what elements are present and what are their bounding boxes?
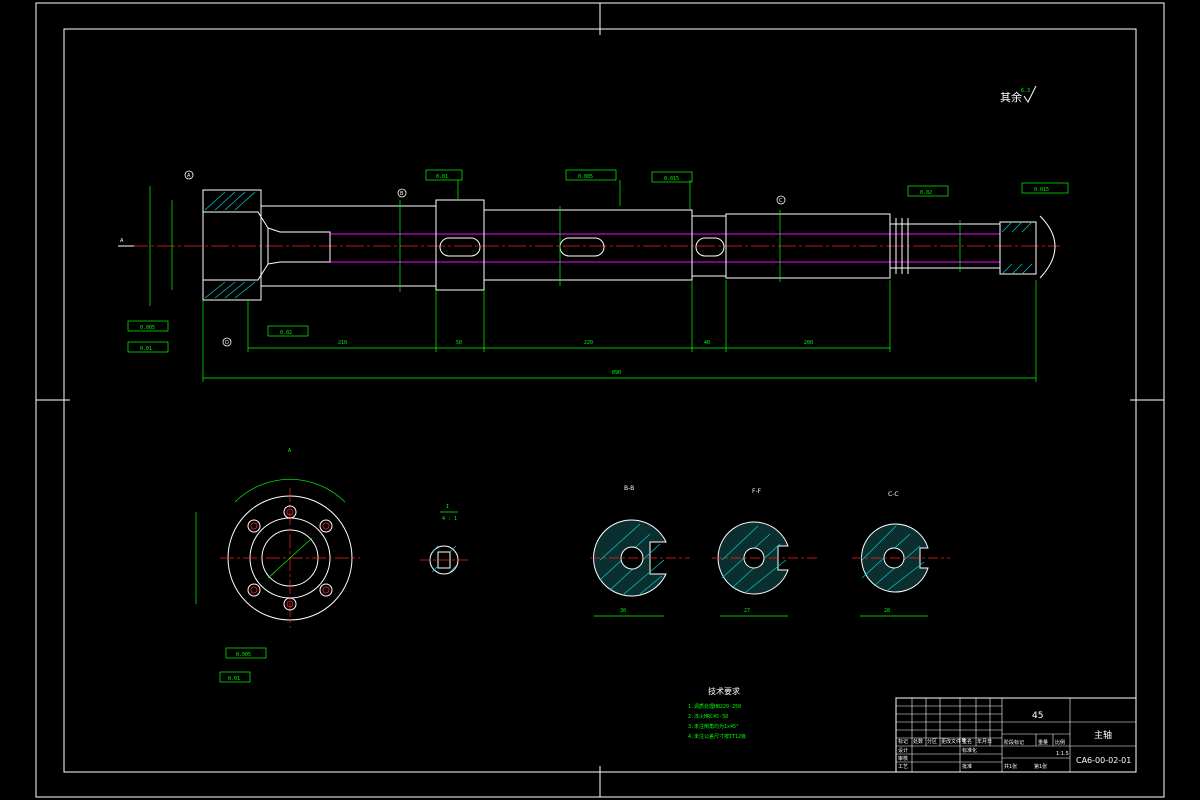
tol-frame-3: 0.015	[651, 171, 693, 183]
dim-segment-2: 50	[456, 340, 462, 346]
right-end-arc	[1039, 215, 1056, 279]
svg-text:D: D	[225, 340, 229, 346]
technical-requirements: 技术要求 1.调质处理HB220-250 2.淬火HRC45-50 3.未注倒角…	[688, 686, 746, 740]
flange-hatching	[204, 191, 256, 299]
right-end-hatching	[1001, 221, 1033, 275]
tol-frame-6: 0.005	[127, 320, 169, 332]
tol-frame-4: 0.02	[907, 185, 949, 197]
role-approve: 批准	[962, 763, 972, 770]
title-stage-label: 阶段标记	[1004, 739, 1024, 746]
title-scale: 1:1.5	[1056, 751, 1069, 757]
shaft-right-end	[999, 221, 1037, 275]
tol-frame-7: 0.01	[127, 341, 169, 353]
shaft-flange	[202, 189, 331, 301]
svg-text:0.02: 0.02	[280, 330, 292, 336]
tol-frame-2: 0.005	[565, 169, 617, 181]
role-standard: 标准化	[962, 747, 977, 754]
view-arrow-label: A	[120, 238, 124, 244]
tech-note-4: 4.未注公差尺寸按IT12级	[688, 733, 746, 740]
roughness-value: 6.3	[1021, 88, 1030, 94]
role-process: 工艺	[898, 764, 908, 770]
shaft-body-outline	[261, 199, 1001, 291]
title-material: 45	[1032, 711, 1043, 721]
title-scale-label: 比例	[1055, 739, 1065, 746]
sheet-outer-border	[35, 2, 1165, 798]
end-view-tol-frames: 0.005 0.01	[219, 647, 267, 683]
section-ff: F-F 27	[712, 488, 820, 617]
svg-text:B: B	[400, 191, 404, 197]
svg-text:B-B: B-B	[624, 485, 634, 492]
shaft-main-view	[130, 189, 1060, 301]
flange-end-view	[195, 479, 360, 628]
row-label-5: 签名	[962, 738, 972, 745]
svg-text:C-C: C-C	[888, 491, 899, 498]
roughness-symbol-icon	[1023, 85, 1037, 103]
svg-text:F-F: F-F	[752, 488, 762, 495]
svg-text:C: C	[779, 198, 783, 204]
main-view-dimensions	[149, 180, 1037, 382]
section-cc: C-C 28	[852, 491, 950, 617]
svg-text:0.02: 0.02	[920, 190, 932, 196]
title-part-name: 主轴	[1094, 729, 1112, 741]
roughness-note: 其余	[1000, 90, 1022, 104]
svg-text:30: 30	[620, 608, 626, 614]
svg-text:0.015: 0.015	[664, 176, 679, 182]
dim-overall-length: 890	[612, 370, 621, 376]
svg-text:0.01: 0.01	[140, 346, 152, 352]
svg-text:0.01: 0.01	[228, 676, 240, 682]
row-label-6: 年月日	[977, 738, 992, 745]
role-design: 设计	[898, 747, 908, 754]
svg-text:0.01: 0.01	[436, 174, 448, 180]
svg-text:A: A	[187, 173, 191, 179]
title-drawing-number: CA6-00-02-01	[1076, 756, 1131, 765]
section-bb: B-B 30	[590, 485, 690, 617]
svg-text:28: 28	[884, 608, 890, 614]
row-label-4: 更改文件号	[941, 738, 966, 745]
tech-note-2: 2.淬火HRC45-50	[688, 713, 728, 720]
section-views: B-B 30 F-F 27 C-C	[590, 485, 950, 617]
role-review: 审核	[898, 755, 908, 762]
dim-segment-3: 220	[584, 340, 593, 346]
shaft-step-lines	[435, 200, 909, 290]
row-label-3: 分区	[927, 738, 937, 745]
detail-scale: 4 : 1	[442, 516, 457, 522]
title-block: 45 主轴 CA6-00-02-01 1:1.5 阶段标记 重量 比例 共1张 …	[895, 697, 1137, 773]
sheet-inner-border	[63, 28, 1137, 773]
datum-markers: A B C D	[184, 170, 786, 347]
title-sheet-total: 共1张	[1004, 763, 1017, 770]
shaft-bore-hidden-lines	[330, 233, 1000, 263]
dim-segment-1: 210	[338, 340, 347, 346]
dim-segment-4: 40	[704, 340, 710, 346]
svg-text:0.005: 0.005	[236, 652, 251, 658]
detail-label: I	[446, 504, 449, 510]
title-sheet-number: 第1张	[1034, 763, 1047, 770]
svg-text:27: 27	[744, 608, 750, 614]
row-label-2: 处数	[913, 738, 923, 745]
tech-note-3: 3.未注倒角均为1x45°	[688, 723, 739, 730]
svg-text:0.005: 0.005	[140, 325, 155, 331]
end-view-label: A	[288, 448, 291, 454]
tech-title: 技术要求	[708, 686, 740, 696]
title-weight-label: 重量	[1038, 739, 1048, 746]
tol-frame-5: 0.015	[1021, 182, 1069, 194]
svg-text:0.015: 0.015	[1034, 187, 1049, 193]
detail-view-i: I 4 : 1	[420, 504, 470, 575]
tol-frame-1: 0.01	[425, 169, 463, 181]
shaft-keyways	[439, 237, 725, 257]
svg-text:0.005: 0.005	[578, 174, 593, 180]
row-label-1: 标记	[898, 738, 908, 745]
dim-segment-5: 200	[804, 340, 813, 346]
tol-frame-8: 0.02	[267, 325, 309, 337]
tech-note-1: 1.调质处理HB220-250	[688, 703, 741, 710]
tolerance-frames: 0.01 0.005 0.015 0.02 0.015 0.005 0.01	[127, 169, 1069, 353]
centering-marks	[36, 3, 1164, 797]
